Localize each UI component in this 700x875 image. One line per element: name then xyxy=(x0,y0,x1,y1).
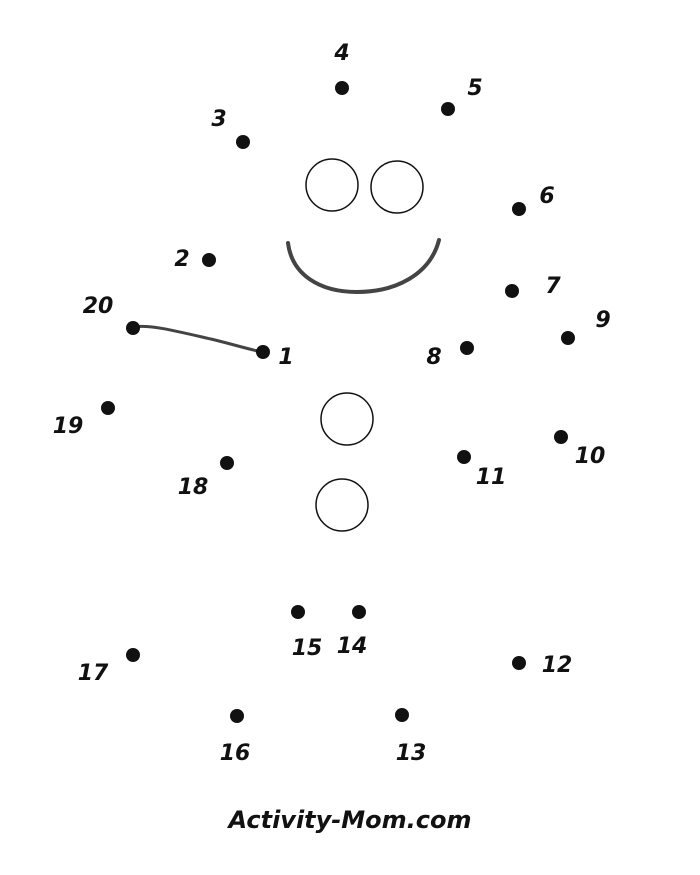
dot-9 xyxy=(561,331,575,345)
dot-3 xyxy=(236,135,250,149)
dot-17 xyxy=(126,648,140,662)
dot-label-1: 1 xyxy=(278,345,293,370)
bottom-button xyxy=(315,478,369,532)
dot-label-17: 17 xyxy=(78,661,109,686)
left-eye xyxy=(305,158,359,212)
dot-label-15: 15 xyxy=(292,636,323,661)
top-button xyxy=(320,392,374,446)
dot-4 xyxy=(335,81,349,95)
dot-label-10: 10 xyxy=(575,444,606,469)
right-eye xyxy=(370,160,424,214)
dot-label-12: 12 xyxy=(542,653,573,678)
dot-label-4: 4 xyxy=(333,41,349,66)
dot-16 xyxy=(230,709,244,723)
dot-14 xyxy=(352,605,366,619)
site-credit: Activity-Mom.com xyxy=(228,806,472,834)
dot-7 xyxy=(505,284,519,298)
dot-label-3: 3 xyxy=(211,107,226,132)
dot-19 xyxy=(101,401,115,415)
dot-label-18: 18 xyxy=(178,475,209,500)
dot-label-9: 9 xyxy=(595,308,610,333)
dot-label-19: 19 xyxy=(53,414,84,439)
dot-11 xyxy=(457,450,471,464)
dot-5 xyxy=(441,102,455,116)
dot-label-14: 14 xyxy=(337,634,368,659)
dot-13 xyxy=(395,708,409,722)
dot-6 xyxy=(512,202,526,216)
dot-20 xyxy=(126,321,140,335)
dot-label-2: 2 xyxy=(174,247,189,272)
dot-label-5: 5 xyxy=(467,76,482,101)
dot-10 xyxy=(554,430,568,444)
dot-2 xyxy=(202,253,216,267)
dot-label-7: 7 xyxy=(545,274,561,299)
dot-label-13: 13 xyxy=(396,741,427,766)
dot-12 xyxy=(512,656,526,670)
smile xyxy=(286,238,441,295)
dot-18 xyxy=(220,456,234,470)
example-connecting-line xyxy=(132,324,264,354)
dot-label-8: 8 xyxy=(426,345,441,370)
dot-label-16: 16 xyxy=(220,741,251,766)
dot-8 xyxy=(460,341,474,355)
dot-label-11: 11 xyxy=(476,465,507,490)
dot-label-20: 20 xyxy=(83,294,114,319)
dot-15 xyxy=(291,605,305,619)
dot-label-6: 6 xyxy=(539,184,554,209)
dot-1 xyxy=(256,345,270,359)
